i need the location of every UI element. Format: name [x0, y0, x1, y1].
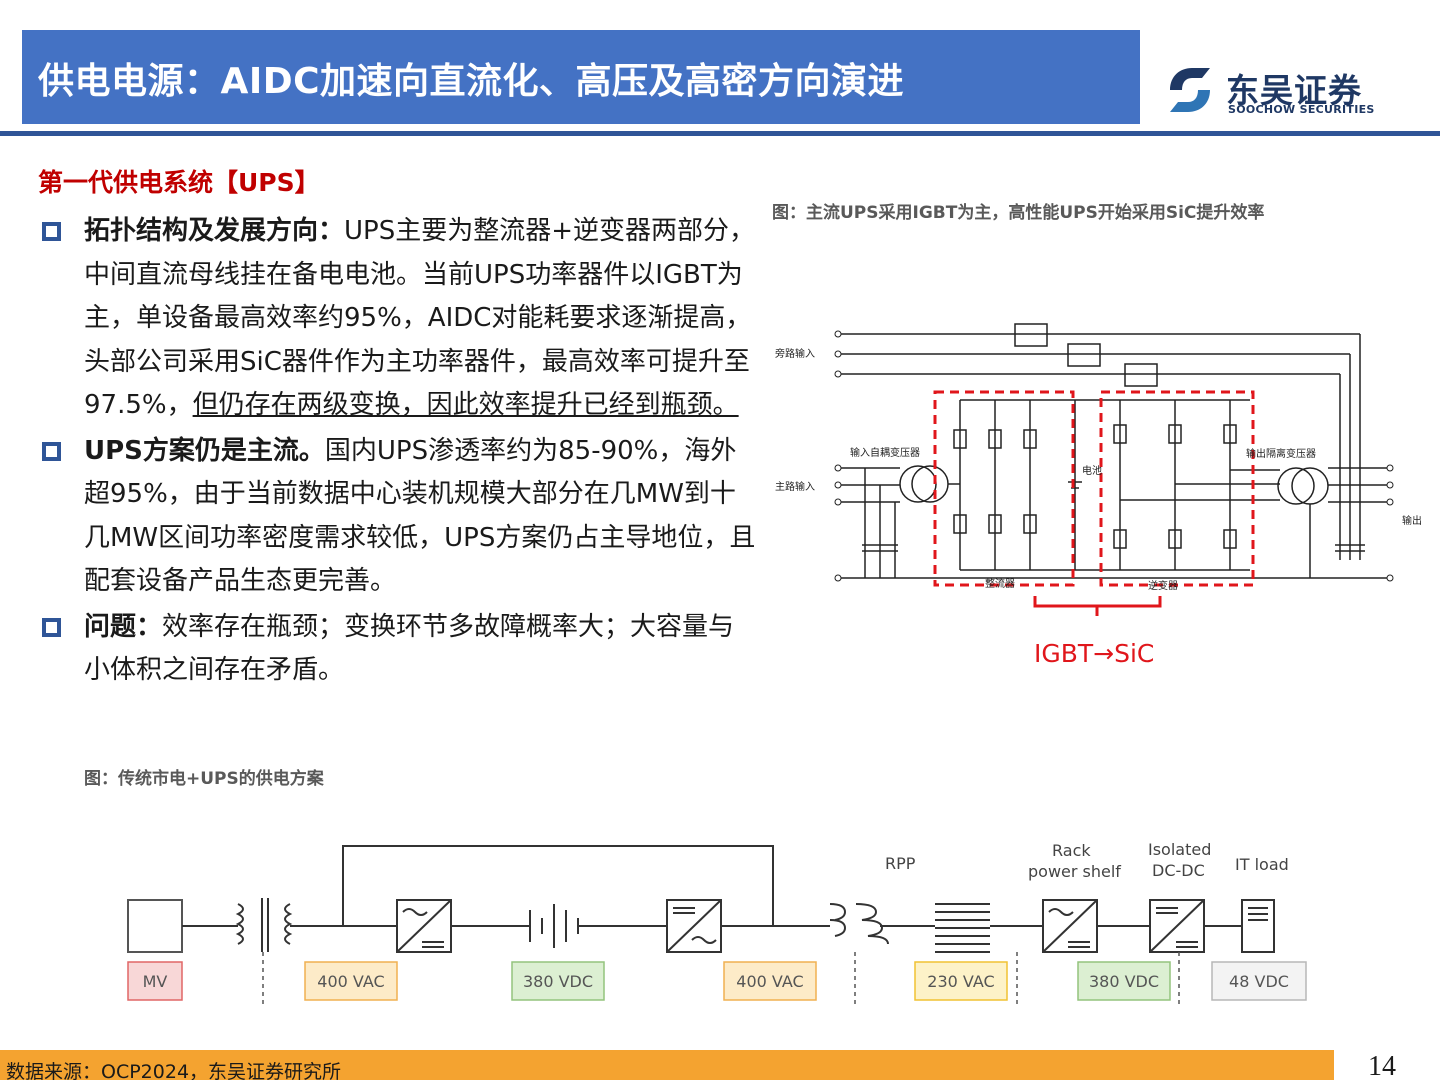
section-title: 第一代供电系统【UPS】 [38, 168, 320, 197]
isolated-dcdc-label: Isolated DC-DC [1148, 840, 1216, 880]
bullet-label: UPS方案仍是主流。 [84, 435, 325, 466]
page-number: 14 [1368, 1051, 1396, 1080]
mv-grid-icon [127, 899, 183, 953]
rpp-panel-icon [935, 903, 990, 953]
voltage-box-label: MV [143, 972, 168, 991]
logo-mark-icon [1170, 68, 1210, 112]
bullet-topology: 拓扑结构及发展方向：UPS主要为整流器+逆变器两部分，中间直流母线挂在备电电池。… [38, 210, 756, 428]
output-transformer-label: 输出隔离变压器 [1246, 447, 1316, 460]
voltage-box-group: MV 400 VAC 380 VDC 400 VAC 230 VAC 380 VDC 48 … [127, 961, 1307, 1001]
bullet-text: UPS主要为整流器+逆变器两部分，中间直流母线挂在备电电池。当前UPS功率器件以… [84, 216, 756, 420]
voltage-box [1077, 961, 1171, 1001]
annotation-bracket [1033, 596, 1162, 616]
input-transformer-label: 输入自耦变压器 [850, 446, 920, 459]
figure-right-caption: 图：主流UPS采用IGBT为主，高性能UPS开始采用SiC提升效率 [772, 203, 1265, 223]
voltage-box [914, 961, 1008, 1001]
server-icon [1241, 899, 1275, 953]
voltage-box-label: 48 VDC [1229, 972, 1289, 991]
rpp-label: RPP [885, 854, 916, 873]
main-input-label: 主路输入 [775, 480, 815, 493]
bullet-text: 国内UPS渗透率约为85-90%，海外超95%，由于当前数据中心装机规模大部分在… [84, 435, 756, 597]
voltage-box-label: 380 VDC [523, 972, 593, 991]
bullet-text: 效率存在瓶颈；变换环节多故障概率大；大容量与小体积之间存在矛盾。 [84, 611, 735, 686]
rectifier-highlight-box [933, 390, 1075, 587]
voltage-box [304, 961, 398, 1001]
rack-shelf-label-line2: power shelf [1028, 862, 1121, 881]
bullet-mainstream: UPS方案仍是主流。国内UPS渗透率约为85-90%，海外超95%，由于当前数据… [38, 430, 756, 604]
figure-bottom-caption: 图：传统市电+UPS的供电方案 [84, 769, 324, 789]
rack-shelf-label-line1: Rack [1052, 841, 1091, 860]
it-load-label: IT load [1235, 855, 1289, 874]
bullet-underlined-text: 但仍存在两级变换，因此效率提升已经到瓶颈。 [192, 390, 739, 420]
title-bar: 供电电源：AIDC加速向直流化、高压及高密方向演进 [22, 30, 1140, 124]
voltage-box [511, 961, 605, 1001]
bullet-label: 拓扑结构及发展方向： [84, 216, 345, 246]
transformer-icon [829, 903, 889, 945]
isolated-dcdc-label-line2: DC-DC [1152, 861, 1205, 880]
rack-shelf-label: Rack power shelf [1028, 841, 1121, 881]
data-source: 数据来源：OCP2024，东吴证券研究所 [6, 1061, 342, 1080]
voltage-box-label: 400 VAC [317, 972, 384, 991]
voltage-box-label: 380 VDC [1089, 972, 1159, 991]
igbt-sic-annotation: IGBT→SiC [1034, 639, 1154, 668]
battery-label: 电池 [1082, 464, 1102, 477]
ups-power-chain-diagram: RPP Rack power shelf Isolated DC-DC IT l… [127, 840, 1307, 1006]
inverter-highlight-box [1099, 390, 1255, 587]
bullet-problems: 问题：效率存在瓶颈；变换环节多故障概率大；大容量与小体积之间存在矛盾。 [38, 606, 756, 693]
bullet-label: 问题： [84, 611, 163, 642]
footer-bar [0, 1050, 1440, 1080]
square-bullet-icon [42, 222, 61, 241]
logo-text-cn: 东吴证券 [1226, 71, 1362, 110]
square-bullet-icon [42, 441, 61, 461]
voltage-box-label: 230 VAC [927, 972, 994, 991]
ups-topology-diagram: 旁路输入 主路输入 输入自耦变压器 电池 输出隔离变压器 输出 整流器 逆变器 … [775, 323, 1422, 668]
title-underline [0, 131, 1440, 136]
company-logo: 东吴证券 SOOCHOW SECURITIES [1160, 62, 1380, 122]
square-bullet-icon [42, 617, 61, 637]
footer-page-area [1334, 1050, 1440, 1080]
output-label: 输出 [1402, 514, 1422, 527]
isolated-dcdc-label-line1: Isolated [1148, 840, 1211, 859]
voltage-box [723, 961, 817, 1001]
voltage-box-label: 400 VAC [736, 972, 803, 991]
bullet-list: 拓扑结构及发展方向：UPS主要为整流器+逆变器两部分，中间直流母线挂在备电电池。… [38, 210, 756, 695]
logo-text-en: SOOCHOW SECURITIES [1228, 103, 1375, 116]
rectifier-label: 整流器 [985, 577, 1015, 590]
voltage-box [1211, 961, 1307, 1001]
transformer-icon [235, 903, 293, 945]
battery-icon [529, 904, 579, 948]
bypass-input-label: 旁路输入 [775, 347, 815, 360]
page-title: 供电电源：AIDC加速向直流化、高压及高密方向演进 [38, 61, 905, 102]
inverter-label: 逆变器 [1148, 579, 1178, 592]
voltage-box [127, 961, 183, 1001]
